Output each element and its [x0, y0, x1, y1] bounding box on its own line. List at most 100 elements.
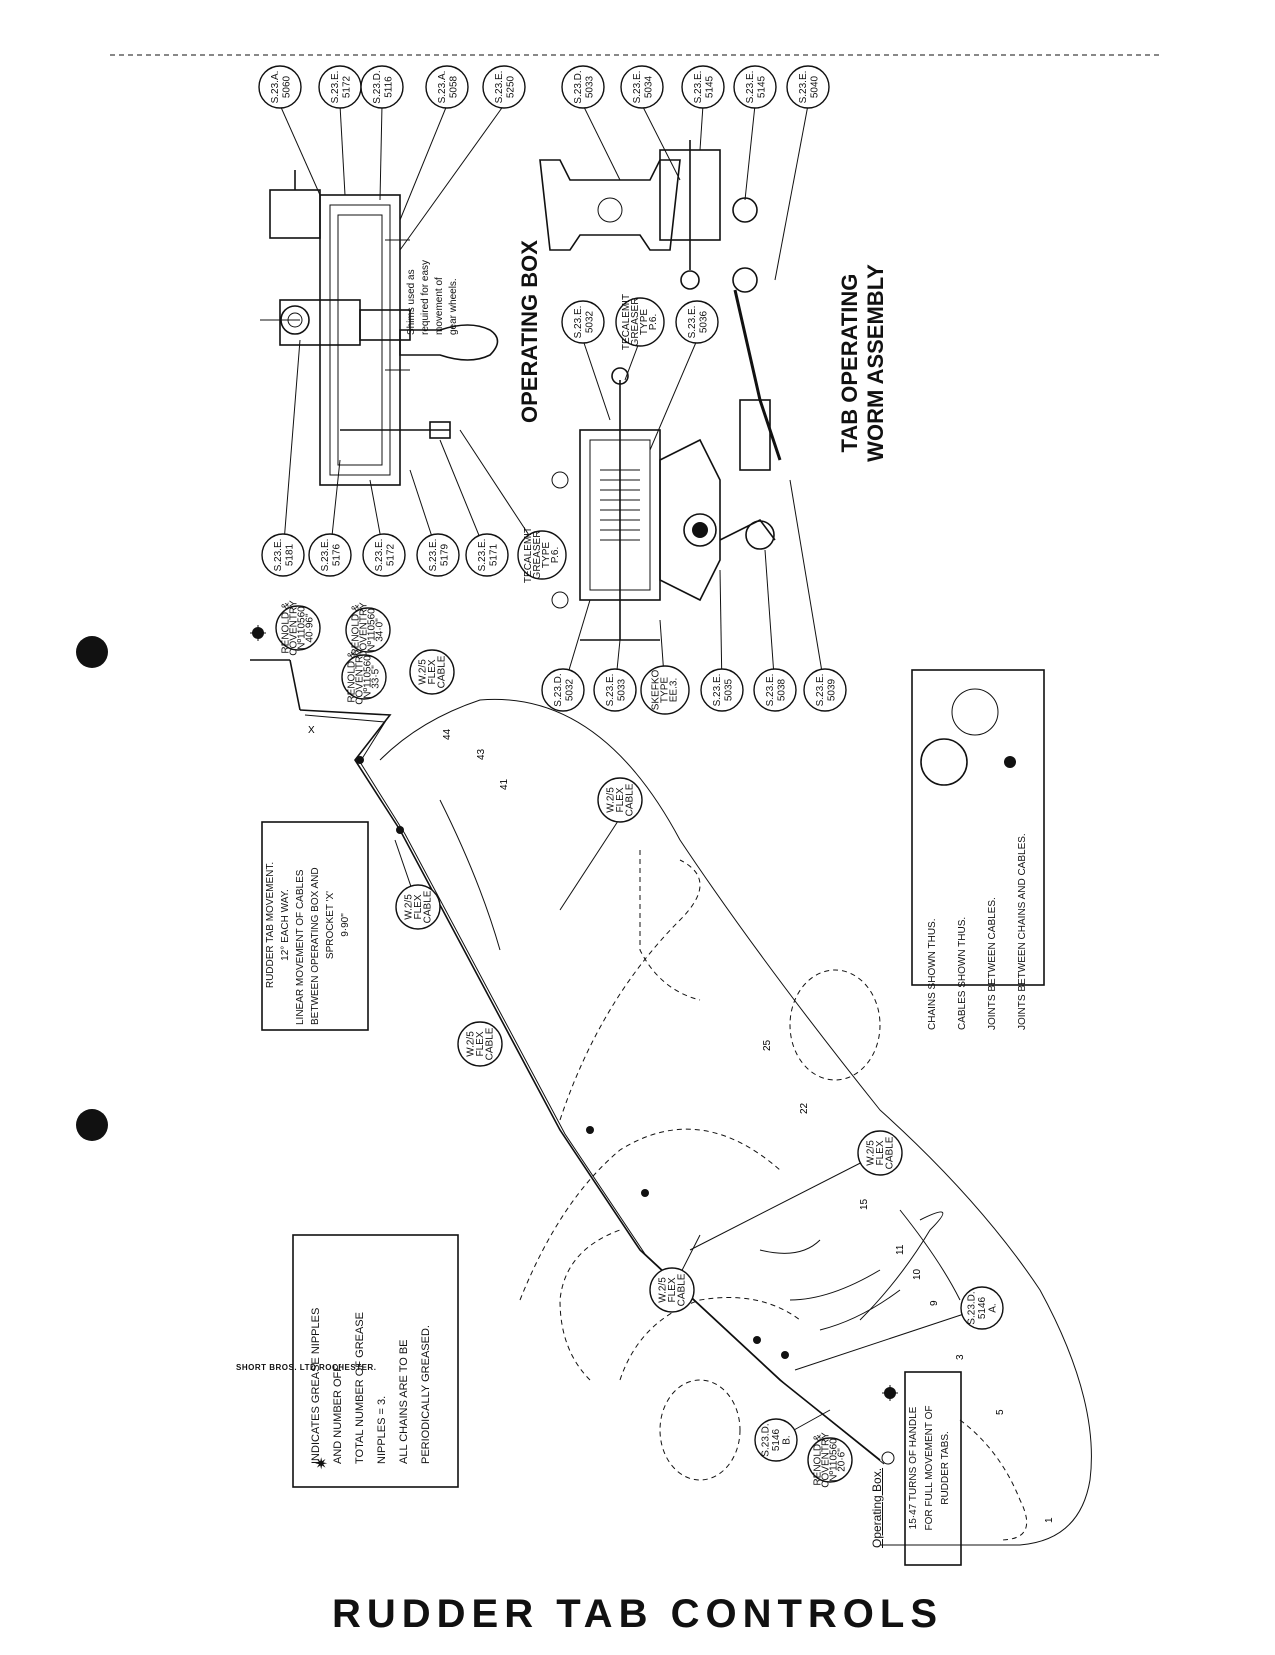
callout-text: FLEX [615, 787, 626, 812]
callout-text: Nº110560 [362, 655, 373, 699]
callout-text: COVENTRY [288, 600, 299, 656]
worm-assembly-drawing [539, 140, 782, 641]
frame-number: 44 [442, 728, 453, 740]
movement-text: RUDDER TAB MOVEMENT. 12° EACH WAY. LINEA… [263, 825, 367, 1025]
box-part-callout: S.23.A.5058 [425, 65, 469, 109]
callout-text: 5058 [448, 75, 459, 98]
worm-assembly-heading: TAB OPERATING WORM ASSEMBLY [837, 258, 893, 468]
callout-text: CABLE [624, 783, 635, 816]
callout-text: RENOLD & [350, 604, 361, 655]
frame-number: 11 [895, 1244, 906, 1255]
frame-number: 10 [912, 1268, 923, 1280]
callout-text: GREASER [532, 531, 543, 580]
legend-joint-symbol [1004, 756, 1016, 768]
callout-text: 5040 [809, 75, 820, 98]
worm-part-callout: S.23.E.5145 [681, 65, 725, 109]
callout-text: S.23.D. [573, 70, 584, 103]
callout-text: 5032 [564, 678, 575, 701]
callout-text: A. [988, 1303, 999, 1312]
callout-text: 20·6" [836, 1448, 847, 1472]
callout-text: 5060 [281, 75, 292, 98]
callout-text: S.23.E. [494, 71, 505, 104]
callout-text: S.23.E. [765, 674, 776, 707]
movement-line: 12° EACH WAY. [280, 889, 291, 961]
callout-text: SKEFKO [651, 670, 662, 711]
frame-number: 1 [1044, 1517, 1055, 1523]
worm-part-callout: S.23.E.5038 [753, 668, 797, 712]
worm-assembly-heading-line2: WORM ASSEMBLY [863, 264, 888, 462]
binder-hole-bottom [76, 1109, 108, 1141]
callout-text: TYPE [639, 309, 650, 335]
legend-joints-chains-cables-label: JOINTS BETWEEN CHAINS AND CABLES. [1017, 833, 1028, 1030]
box-part-callout: S.23.E.5179 [416, 533, 460, 577]
callout-text: W.2/5 [865, 1140, 876, 1166]
grease-line: PERIODICALLY GREASED. [420, 1325, 432, 1464]
shims-note-line: required for easy [420, 259, 431, 335]
callout-text: S.23.E. [573, 306, 584, 339]
turns-line: FOR FULL MOVEMENT OF [924, 1405, 935, 1531]
callout-text: RENOLD & [280, 602, 291, 653]
callout-text: TECALEMIT [523, 527, 534, 583]
shims-note-line: movement of [434, 277, 445, 335]
legend-box [911, 669, 1045, 986]
movement-line: LINEAR MOVEMENT OF CABLES [295, 869, 306, 1025]
callout-text: COVENTRY [354, 649, 365, 705]
shims-note: Shims used as required for easy movement… [405, 255, 475, 335]
grease-box [292, 1234, 459, 1488]
callout-text: GREASER [630, 298, 641, 347]
legend-text: CHAINS SHOWN THUS. CABLES SHOWN THUS. JO… [918, 720, 1028, 1030]
callout-text: FLEX [475, 1031, 486, 1056]
callout-text: FLEX [667, 1277, 678, 1302]
callout-text: FLEX [413, 894, 424, 919]
shims-note-line: Shims used as [406, 269, 417, 335]
callout-text: S.23.E. [815, 674, 826, 707]
cable-run [250, 659, 885, 1465]
turns-line: RUDDER TABS. [940, 1431, 951, 1505]
callout-text: S.23.E. [330, 71, 341, 104]
callout-text: 33·5" [370, 665, 381, 689]
callout-text: W.2/5 [417, 659, 428, 685]
worm-part-callout: S.23.E.5035 [700, 668, 744, 712]
movement-line: RUDDER TAB MOVEMENT. [265, 861, 276, 989]
box-part-callout: S.23.E.5250 [482, 65, 526, 109]
callout-text: S.23.E. [605, 674, 616, 707]
callout-text: S.23.E. [745, 71, 756, 104]
movement-line: SPROCKET 'X' [325, 890, 336, 960]
callout-text: TYPE [660, 677, 671, 703]
callout-text: P.6. [550, 547, 561, 564]
shims-note-line: gear wheels. [448, 278, 459, 335]
sprocket-x-label: X [308, 725, 315, 736]
operating-box-label: Operating Box. [870, 1467, 884, 1548]
box-part-callout: S.23.E.5172 [318, 65, 362, 109]
callout-text: 5033 [584, 75, 595, 98]
turns-text: 15·47 TURNS OF HANDLE FOR FULL MOVEMENT … [906, 1373, 960, 1563]
callout-text: CABLE [436, 655, 447, 688]
worm-part-callout: S.23.E.5145 [733, 65, 777, 109]
turns-box [904, 1371, 962, 1566]
worm-part-callout: S.23.E.5036 [675, 300, 719, 344]
callout-text: EE.3. [669, 678, 680, 702]
worm-part-callout: S.23.E.5040 [786, 65, 830, 109]
callout-text: 5146 [771, 1428, 782, 1451]
callout-text: 5171 [488, 543, 499, 566]
callout-text: S.23.E. [632, 71, 643, 104]
callout-text: COVENTRY [820, 1432, 831, 1488]
maker-credit: SHORT BROS. LTD ROCHESTER. [236, 1363, 377, 1372]
worm-part-callout: S.23.E.5033 [593, 668, 637, 712]
legend-cables-label: CABLES SHOWN THUS. [957, 916, 968, 1030]
callout-text: Nº110560 [366, 608, 377, 652]
box-part-callout: S.23.A.5060 [258, 65, 302, 109]
frame-number: 15 [859, 1198, 870, 1210]
callout-text: S.23.D. [553, 673, 564, 706]
operating-box-heading: OPERATING BOX [517, 240, 542, 423]
worm-part-callout: S.23.D.5032 [541, 668, 585, 712]
